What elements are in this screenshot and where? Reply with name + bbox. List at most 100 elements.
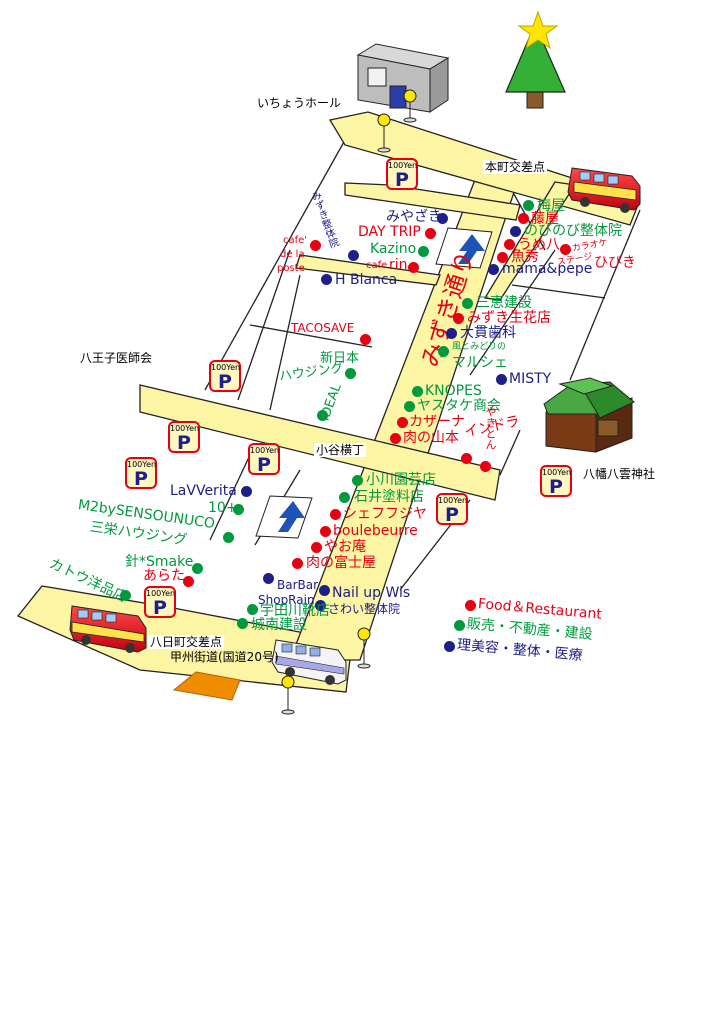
koyayokocho-label: 小谷横丁 — [314, 443, 367, 457]
shop-dot — [223, 532, 234, 543]
shop-dot — [397, 417, 408, 428]
shop-shoprain: ShopRain — [258, 593, 315, 607]
shop-dot — [320, 526, 331, 537]
shop-dot — [437, 213, 448, 224]
shop-dot — [292, 558, 303, 569]
shop-h-blanca: H Blanca — [335, 272, 398, 288]
shop-nobinobi: のびのび整体院 — [524, 223, 622, 239]
shop-dot — [345, 368, 356, 379]
shop-dot — [317, 410, 328, 421]
shop-dot — [510, 226, 521, 237]
shop-shin-nihon-1: 新日本 — [320, 351, 360, 366]
shop-tacosave: TACOSAVE — [291, 321, 355, 335]
ichou-hall-building-icon — [356, 43, 450, 113]
direction-arrow-icon — [172, 671, 241, 701]
one-way-sign-bottom — [255, 495, 313, 539]
shop-fujiya: 藤屋 — [531, 211, 559, 227]
shop-mizuki-florist: みずき生花店 — [467, 310, 551, 326]
shop-dot — [412, 386, 423, 397]
shop-dot — [446, 328, 457, 339]
shop-dot — [237, 618, 248, 629]
shop-dot — [408, 262, 419, 273]
shop-dot — [461, 453, 472, 464]
shop-dot — [263, 573, 274, 584]
shop-yaoan: やお庵 — [324, 539, 366, 555]
shrine-building-icon — [543, 377, 635, 453]
shop-dot — [523, 200, 534, 211]
shop-rin: rin — [389, 257, 408, 273]
shop-cafe-de-la-poste-1: cafe' — [283, 235, 308, 246]
shop-dot — [390, 433, 401, 444]
shop-cafe-de-la-poste-3: poste — [277, 263, 305, 274]
shop-mama-pepe: mama&pepe — [502, 261, 593, 277]
bus-stop-icon — [403, 89, 417, 123]
shop-nail-up: Nail up Wis — [332, 585, 411, 601]
shop-sankei: 三恵建設 — [476, 295, 532, 311]
shop-dot — [311, 542, 322, 553]
shop-dot — [315, 600, 326, 611]
shop-ten-plus: 10+ — [208, 500, 238, 516]
shop-dot — [488, 264, 499, 275]
shop-dot — [339, 492, 350, 503]
bus-stop-icon — [357, 627, 371, 669]
legend-retail-dot — [454, 620, 465, 631]
shop-kazino: Kazino — [370, 241, 417, 257]
shop-dot — [233, 504, 244, 515]
shop-chef-fujiya: シェフフジヤ — [343, 506, 427, 522]
tree-icon — [505, 10, 566, 109]
side-road-mid — [295, 254, 441, 286]
shop-dot — [319, 585, 330, 596]
shop-dot — [418, 246, 429, 257]
legend-beauty-dot — [444, 641, 455, 652]
shop-ogawa-garden: 小川園芸店 — [366, 472, 436, 488]
shop-cafe-de-la-poste-2: de la — [280, 249, 305, 260]
shop-barbar: BarBar — [277, 578, 319, 592]
bus-stop-icon — [281, 675, 295, 715]
side-road-right — [483, 181, 577, 301]
shop-dot — [247, 604, 258, 615]
shop-uohide: 魚秀 — [511, 249, 539, 265]
shop-sawai: さわい整体院 — [328, 602, 401, 616]
side-road-top — [344, 182, 521, 221]
shop-dot — [310, 240, 321, 251]
shop-jonan: 城南建設 — [251, 617, 307, 633]
shop-udagawa: 宇田川靴店 — [260, 603, 330, 619]
shop-knopes: KNOPES — [425, 383, 482, 399]
bus-icon-top-right — [567, 167, 641, 213]
shop-dot — [504, 239, 515, 250]
shop-kazaana: カザーナ — [409, 414, 465, 430]
shop-dot — [560, 244, 571, 255]
shop-dot — [480, 461, 491, 472]
shop-dot — [453, 313, 464, 324]
shop-hari-smake: 針*Smake — [125, 554, 194, 570]
bus-stop-icon — [377, 113, 391, 153]
shop-yasutake: ヤスタケ商会 — [417, 398, 501, 414]
shop-dot — [360, 334, 371, 345]
shop-umeya: 梅屋 — [537, 198, 565, 214]
shop-dot — [330, 509, 341, 520]
shop-yakiton: やきとん — [484, 406, 497, 450]
shop-nikunoyamamoto: 肉の山本 — [403, 430, 459, 446]
shop-dot — [497, 252, 508, 263]
shop-okami-dental: 大貫歯科 — [460, 325, 516, 341]
doctors-assoc-label: 八王子医師会 — [80, 351, 153, 365]
shop-lavverita: LaVVerita — [170, 483, 237, 499]
shop-dot — [348, 250, 359, 261]
honcho-junction-label: 本町交差点 — [483, 160, 548, 174]
shop-dot — [404, 401, 415, 412]
koyayokocho-road — [139, 384, 501, 501]
shop-dot — [321, 274, 332, 285]
one-way-sign-top — [435, 227, 493, 269]
shop-rin-prefix: cafe — [366, 260, 388, 271]
koshu-kaido-label: 甲州街道(国道20号) — [170, 650, 279, 664]
shop-dot — [518, 213, 529, 224]
shop-dot — [120, 590, 131, 601]
ichou-hall-label: いちょうホール — [257, 96, 342, 110]
shop-dot — [192, 563, 203, 574]
